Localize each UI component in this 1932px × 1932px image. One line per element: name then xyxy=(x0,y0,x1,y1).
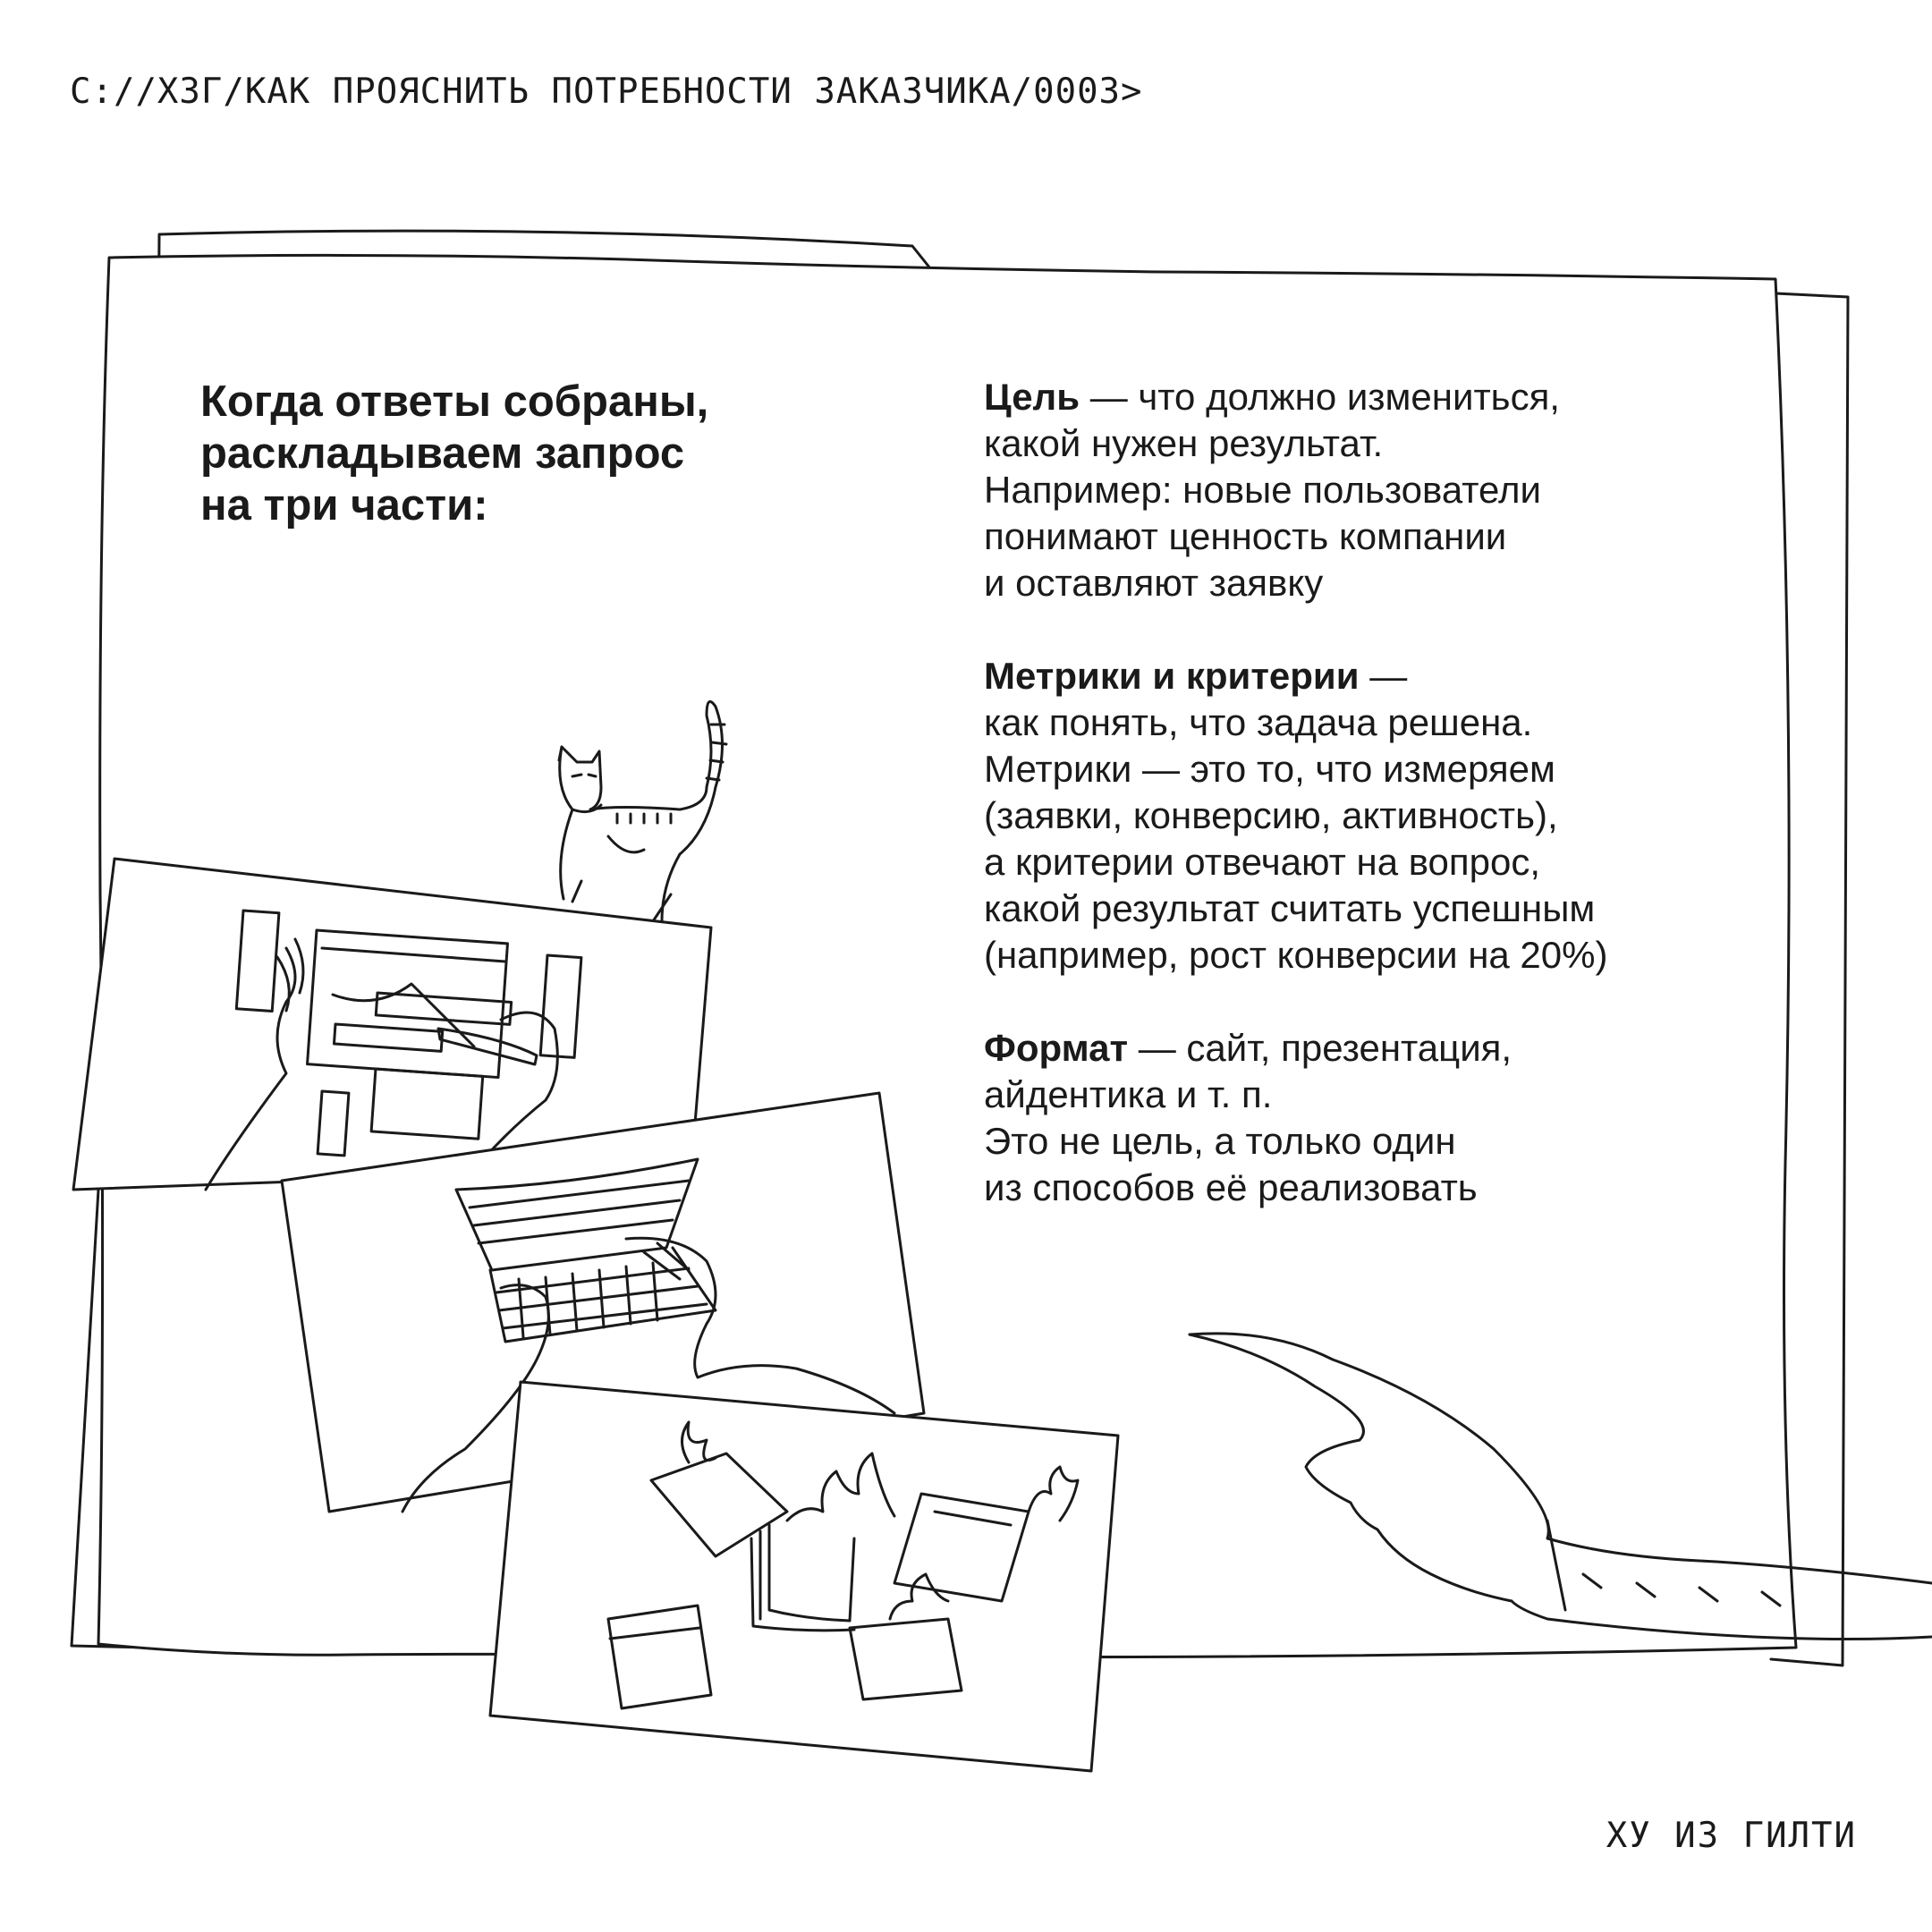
definition-text: Это не цель, а только один xyxy=(984,1120,1456,1162)
definition-text: Например: новые пользователи xyxy=(984,469,1541,511)
definition-text: (заявки, конверсию, активность), xyxy=(984,794,1558,836)
heading-line: на три части: xyxy=(200,481,488,530)
definition-list: Цель — что должно измениться, какой нуже… xyxy=(984,374,1878,1258)
definition-text: какой результат считать успешным xyxy=(984,887,1596,929)
heading-line: Когда ответы собраны, xyxy=(200,377,709,426)
author-signature: ХУ ИЗ ГИЛТИ xyxy=(1606,1816,1857,1856)
definition-text: (например, рост конверсии на 20%) xyxy=(984,934,1608,976)
pointing-hand-icon xyxy=(1188,1332,1932,1640)
definition-text: какой нужен результат. xyxy=(984,422,1384,464)
burning-papers-icon xyxy=(488,1380,1120,1773)
definition-metrics: Метрики и критерии — как понять, что зад… xyxy=(984,653,1878,979)
definition-text: понимают ценность компании xyxy=(984,515,1507,557)
definition-text: а критерии отвечают на вопрос, xyxy=(984,841,1541,883)
definition-text: Метрики — это то, что измеряем xyxy=(984,748,1555,790)
definition-term: Цель xyxy=(984,376,1080,418)
definition-text: айдентика и т. п. xyxy=(984,1073,1273,1115)
cat-icon xyxy=(557,699,728,923)
definition-format: Формат — сайт, презентация, айдентика и … xyxy=(984,1025,1878,1211)
section-heading: Когда ответы собраны, раскладываем запро… xyxy=(200,376,809,531)
definition-text: — xyxy=(1359,655,1408,697)
sketching-hands-icon xyxy=(72,857,713,1191)
definition-text: — что должно измениться, xyxy=(1080,376,1560,418)
definition-term: Метрики и критерии xyxy=(984,655,1360,697)
definition-term: Формат xyxy=(984,1027,1129,1069)
heading-line: раскладываем запрос xyxy=(200,429,685,478)
definition-text: и оставляют заявку xyxy=(984,562,1324,604)
definition-text: — сайт, презентация, xyxy=(1128,1027,1513,1069)
definition-goal: Цель — что должно измениться, какой нуже… xyxy=(984,374,1878,606)
definition-text: из способов её реализовать xyxy=(984,1166,1478,1208)
breadcrumb-path: C://ХЗГ/КАК ПРОЯСНИТЬ ПОТРЕБНОСТИ ЗАКАЗЧ… xyxy=(70,72,1143,112)
definition-text: как понять, что задача решена. xyxy=(984,701,1533,743)
